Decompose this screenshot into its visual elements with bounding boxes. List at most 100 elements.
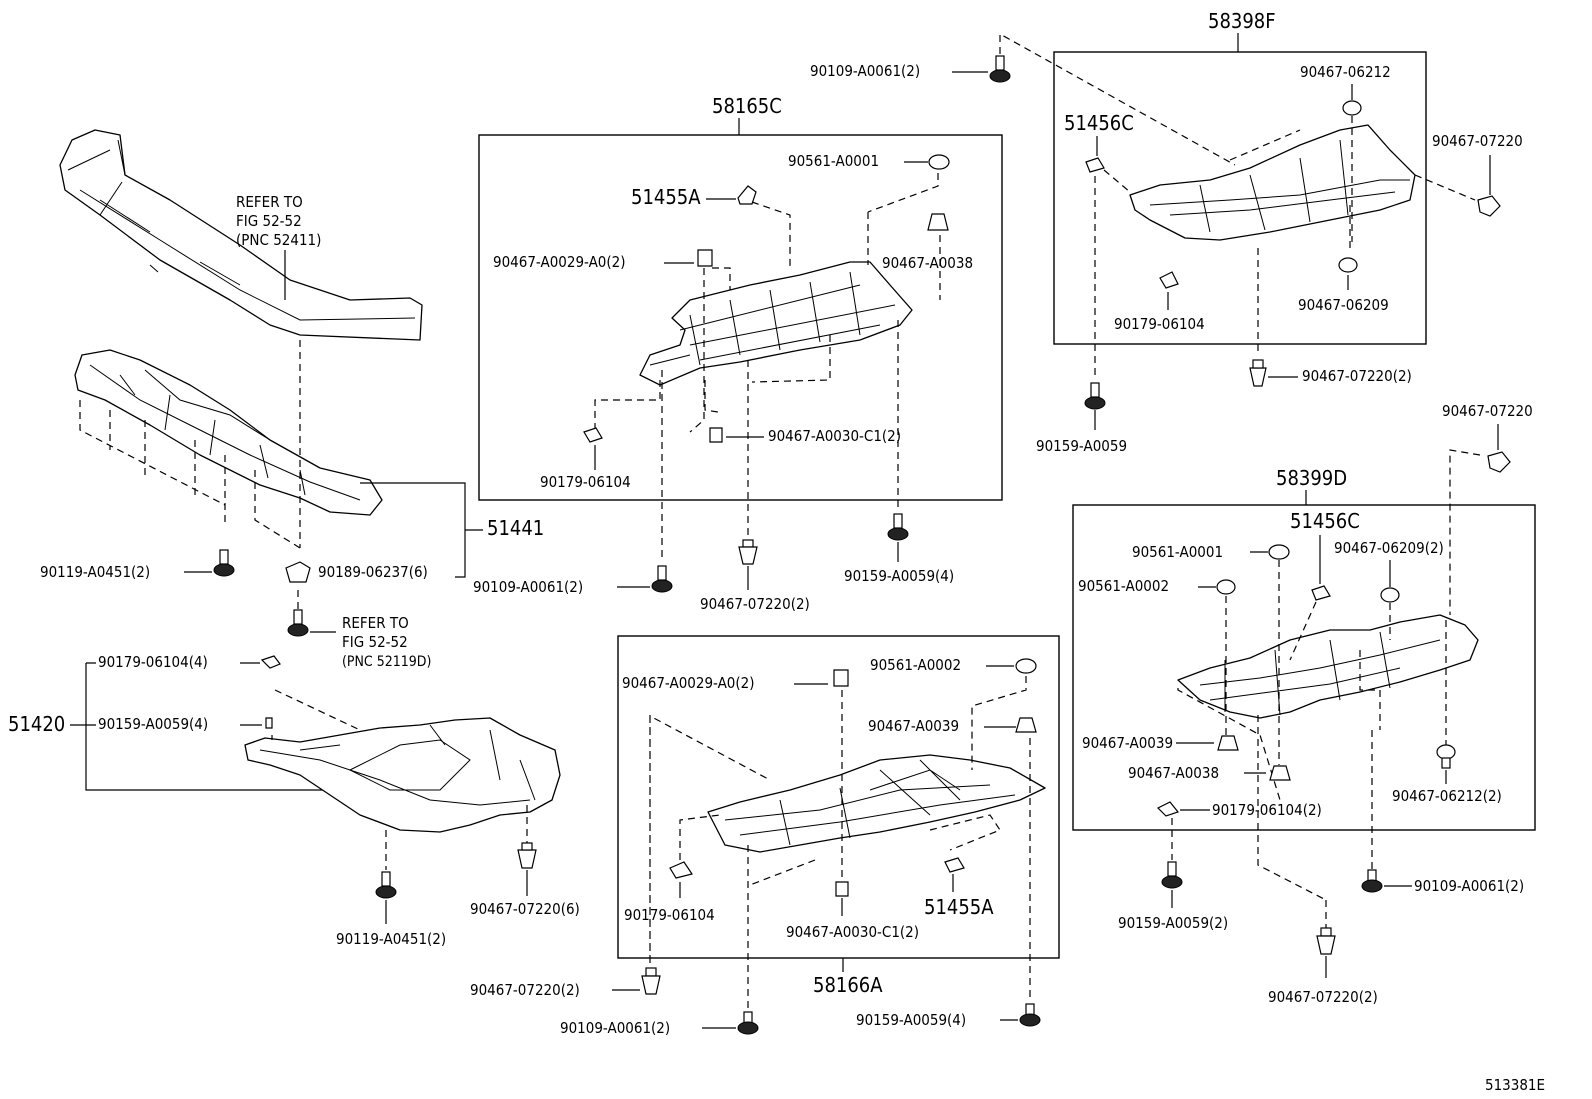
label-90109-a0061-b: 90109-A0061(2) <box>473 578 583 596</box>
grommet-90467-a0029-lower <box>833 669 849 687</box>
label-90467-06209-c: 90467-06209 <box>1298 296 1389 314</box>
label-90179-06104-lower: 90179-06104(4) <box>98 653 208 671</box>
clip-90467-07220-d2 <box>1316 900 1336 955</box>
label-51456c-lower: 51456C <box>1290 509 1360 533</box>
cap-90561-a0002-e <box>1015 658 1037 674</box>
label-90159-a0059-d: 90159-A0059(2) <box>1118 914 1228 932</box>
clip-90467-a0039-d <box>1217 735 1239 751</box>
bracket-51455a-lower <box>944 857 965 873</box>
bolt-90109-a0061-d <box>1361 869 1383 893</box>
clip-90467-07220-e <box>641 967 661 995</box>
label-51456c-upper: 51456C <box>1064 111 1134 135</box>
label-90159-a0059-e: 90159-A0059(4) <box>856 1011 966 1029</box>
ref-bumper-line3: (PNC 52411) <box>236 231 321 249</box>
cap-90467-06212-c <box>1342 100 1362 116</box>
label-90189-06237: 90189-06237(6) <box>318 563 428 581</box>
nut-90179-06104-b <box>583 427 603 443</box>
label-90467-06212-c: 90467-06212 <box>1300 63 1391 81</box>
label-90467-a0039-d: 90467-A0039 <box>1082 734 1173 752</box>
part-58166a-cover <box>707 754 1046 853</box>
label-90561-a0001-d: 90561-A0001 <box>1132 543 1223 561</box>
nut-90179-06104-d <box>1156 801 1180 817</box>
cap-90561-a0001-b <box>928 154 950 170</box>
grommet-90467-a0030-upper <box>709 427 723 443</box>
label-90467-07220-e: 90467-07220(2) <box>470 981 580 999</box>
nut-90179-06104-lower <box>260 655 281 669</box>
label-90109-a0061-c: 90109-A0061(2) <box>810 62 920 80</box>
grommet-90467-a0030-lower <box>835 881 849 897</box>
part-51420-shield <box>244 689 561 833</box>
bolt-90119-a0451-upper <box>213 549 235 577</box>
clip-90467-07220-d <box>1487 451 1511 473</box>
label-90159-a0059-b: 90159-A0059(4) <box>844 567 954 585</box>
clip-90467-07220-b <box>738 539 758 565</box>
ref-bracket-line2: FIG 52-52 <box>342 633 408 651</box>
clip-90467-07220-c <box>1477 195 1501 217</box>
label-90109-a0061-d: 90109-A0061(2) <box>1414 877 1524 895</box>
clip-90467-a0038-b <box>927 213 949 231</box>
label-90467-a0038-b: 90467-A0038 <box>882 254 973 272</box>
ref-note-bracket: REFER TO FIG 52-52 (PNC 52119D) <box>310 614 431 670</box>
front-bumper-cover <box>59 129 423 341</box>
label-90179-06104-d: 90179-06104(2) <box>1212 801 1322 819</box>
clip-90467-07220-lower <box>517 805 537 869</box>
label-90561-a0002-d: 90561-A0002 <box>1078 577 1169 595</box>
label-90561-a0002-e: 90561-A0002 <box>870 656 961 674</box>
label-51455a-lower: 51455A <box>924 895 994 919</box>
label-90467-07220-c2: 90467-07220(2) <box>1302 367 1412 385</box>
ref-bracket-line1: REFER TO <box>342 614 409 632</box>
label-90467-a0029-lower: 90467-A0029-A0(2) <box>622 674 755 692</box>
label-90467-07220-lower: 90467-07220(6) <box>470 900 580 918</box>
group-58399d: 58399D <box>1276 466 1347 490</box>
ref-bracket-line3: (PNC 52119D) <box>342 654 431 670</box>
label-90467-07220-d2: 90467-07220(2) <box>1268 988 1378 1006</box>
bolt-90109-a0061-b <box>651 565 673 593</box>
bolt-90119-a0451-lower <box>375 830 397 899</box>
clip-90467-a0039-e <box>1015 717 1037 733</box>
label-90159-a0059-c: 90159-A0059 <box>1036 437 1127 455</box>
grommet-90467-a0029-upper <box>697 249 713 267</box>
clip-90467-06209-c <box>1338 257 1358 273</box>
bolt-90159-a0059-b <box>887 513 909 541</box>
label-90179-06104-b: 90179-06104 <box>540 473 631 491</box>
label-90467-07220-d: 90467-07220 <box>1442 402 1533 420</box>
clip-90467-a0038-d <box>1269 765 1291 781</box>
label-90467-07220-b: 90467-07220(2) <box>700 595 810 613</box>
bolt-90159-a0059-c <box>1084 382 1106 410</box>
clip-90467-07220-c2 <box>1249 359 1267 387</box>
label-90467-07220-c: 90467-07220 <box>1432 132 1523 150</box>
bolt-90159-a0059-e <box>1019 1003 1041 1027</box>
label-90159-a0059-lower: 90159-A0059(4) <box>98 715 208 733</box>
label-90467-a0030-upper: 90467-A0030-C1(2) <box>768 427 901 445</box>
bolt-bracket-ref <box>287 590 309 637</box>
bracket-51456c-lower <box>1311 585 1331 601</box>
bolt-90159-a0059-d <box>1161 818 1183 889</box>
clip-90467-06209-d <box>1380 587 1400 603</box>
group-51441: 51441 <box>487 516 544 540</box>
group-58166a: 58166A <box>813 973 883 997</box>
label-90467-06209-d: 90467-06209(2) <box>1334 539 1444 557</box>
cap-90561-a0002-d <box>1216 579 1236 595</box>
label-90561-a0001-b: 90561-A0001 <box>788 152 879 170</box>
box-58398f <box>1053 51 1427 345</box>
bracket-51456c-upper <box>1085 157 1105 173</box>
cap-90561-a0001-d <box>1268 544 1290 560</box>
label-90467-a0029-upper: 90467-A0029-A0(2) <box>493 253 626 271</box>
box-58166a <box>617 635 1060 959</box>
label-90467-a0039-e: 90467-A0039 <box>868 717 959 735</box>
clip-90189-06237 <box>285 561 311 583</box>
part-58399d-cover <box>1177 614 1479 719</box>
label-90119-a0451-lower: 90119-A0451(2) <box>336 930 446 948</box>
label-90467-06212-d: 90467-06212(2) <box>1392 787 1502 805</box>
group-58165c: 58165C <box>712 94 782 118</box>
group-58398f: 58398F <box>1208 9 1276 33</box>
box-58165c <box>478 134 1003 501</box>
bolt-90109-a0061-e <box>737 1011 759 1035</box>
box-58399d <box>1072 504 1536 831</box>
label-90467-a0030-lower: 90467-A0030-C1(2) <box>786 923 919 941</box>
label-90109-a0061-e: 90109-A0061(2) <box>560 1019 670 1037</box>
figure-id: 513381E <box>1485 1076 1545 1094</box>
bolt-90109-a0061-c <box>989 32 1236 166</box>
label-51455a-upper: 51455A <box>631 185 701 209</box>
nut-90179-06104-c <box>1159 271 1179 289</box>
